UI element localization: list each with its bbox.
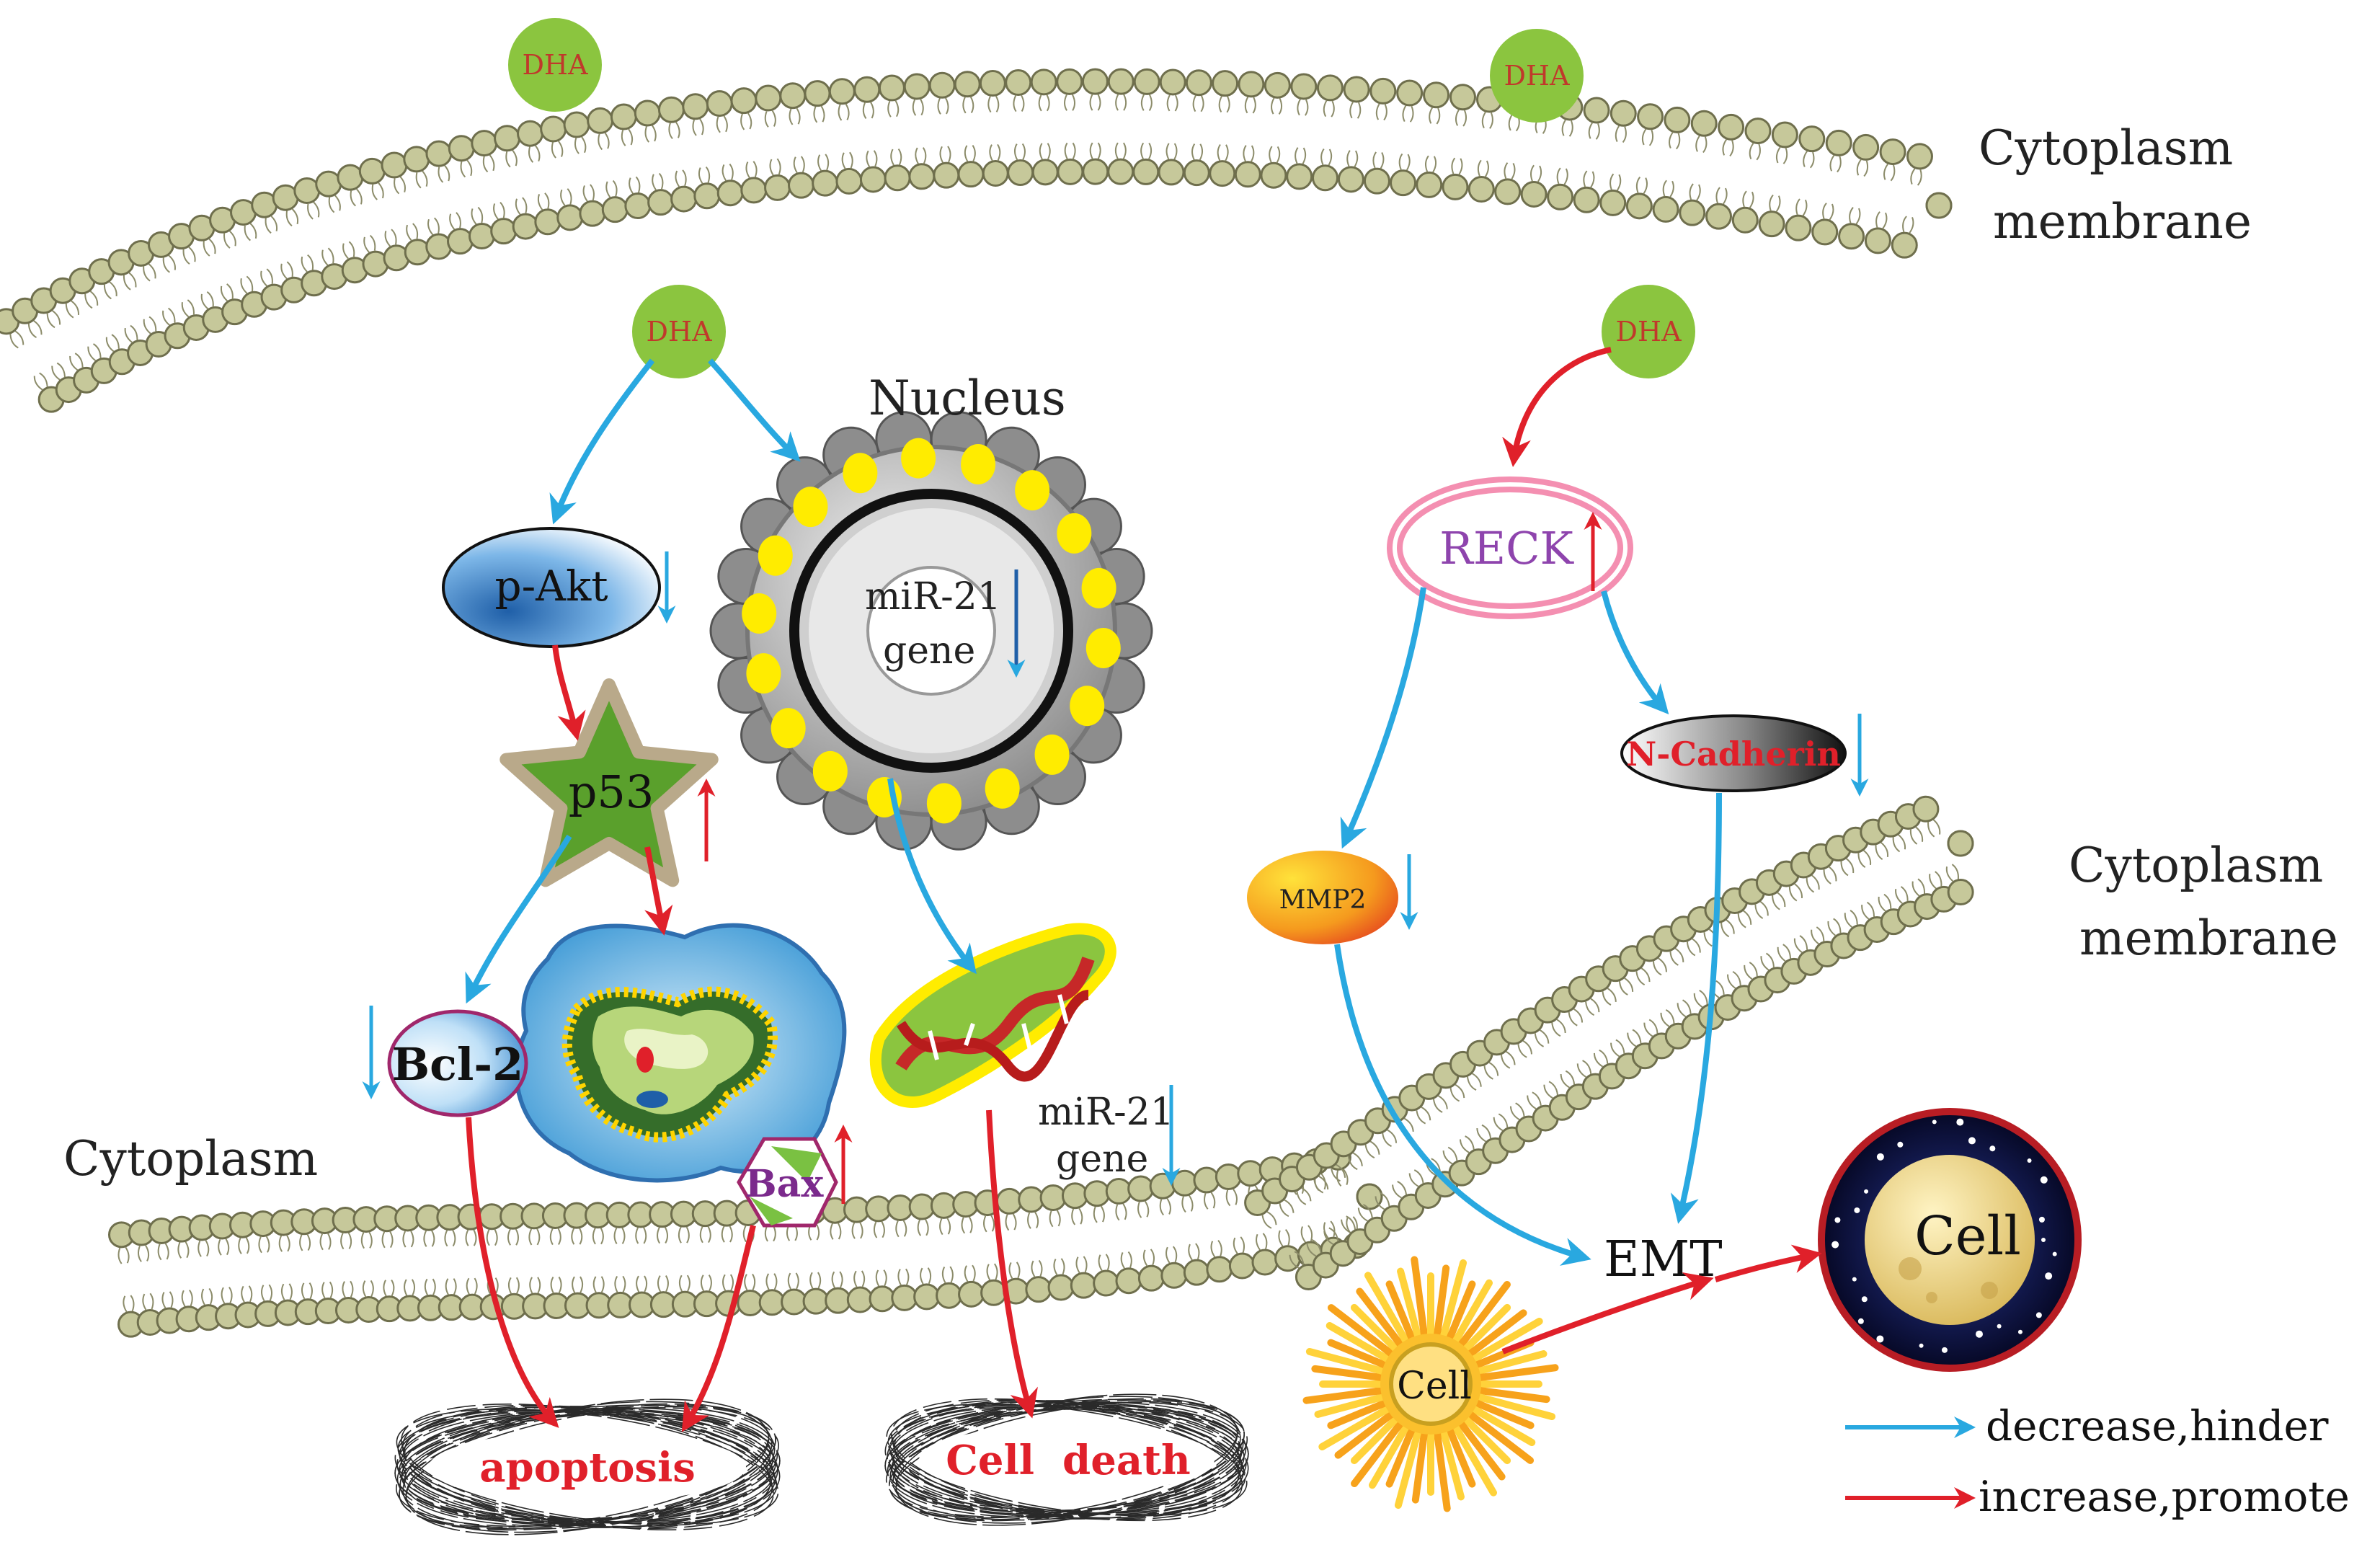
- arrow-dna-to-celldeath: [986, 1109, 1038, 1419]
- mir21-dna-label-1: miR-21: [1038, 1091, 1174, 1134]
- membrane-top-label-1: Cytoplasm: [1979, 120, 2233, 176]
- red-arrows: [466, 347, 1822, 1432]
- dna-helix: [869, 923, 1116, 1108]
- cell-death-badge: Cell death: [884, 1393, 1249, 1526]
- membrane-top: [0, 68, 1953, 413]
- arrow-emt-to-cell: [1714, 1244, 1822, 1282]
- svg-text:Cell: Cell: [1914, 1205, 2021, 1267]
- svg-text:DHA: DHA: [1504, 60, 1570, 92]
- svg-text:Cell: Cell: [1397, 1365, 1472, 1408]
- nucleus-label: Nucleus: [869, 371, 1066, 426]
- arrow-ncadherin-to-emt: [1670, 792, 1722, 1224]
- mir21-dna-label-2: gene: [1056, 1138, 1148, 1181]
- svg-text:Cell death: Cell death: [946, 1437, 1190, 1484]
- arrow-bax-to-apoptosis: [681, 1225, 756, 1432]
- arrow-dha-to-pakt: [549, 358, 655, 525]
- arrow-dha-to-reck: [1502, 347, 1612, 467]
- arrow-dha-to-nucleus: [708, 358, 801, 462]
- membrane-right-label-1: Cytoplasm: [2069, 838, 2323, 893]
- blue-arrows: [465, 358, 1722, 1266]
- arrow-p53-to-bcl2: [465, 834, 572, 1004]
- arrow-reck-to-ncadherin: [1601, 590, 1669, 714]
- p-akt-node: p-Akt: [442, 527, 661, 648]
- legend-increase-label: increase,promote: [1979, 1472, 2350, 1521]
- arrow-reck-to-mmp2: [1340, 587, 1426, 849]
- svg-text:p-Akt: p-Akt: [494, 562, 608, 611]
- svg-text:p53: p53: [569, 766, 654, 818]
- arrow-nucleus-to-dna: [887, 778, 977, 975]
- svg-text:Bax: Bax: [745, 1162, 825, 1206]
- mitochondria-blob: [514, 923, 847, 1183]
- svg-text:DHA: DHA: [646, 316, 712, 347]
- mmp2-node: MMP2: [1247, 851, 1398, 944]
- indicator-arrows: [362, 512, 1869, 1204]
- n-cadherin-node: N-Cadherin: [1620, 714, 1847, 792]
- arrow-bcl2-to-apoptosis: [466, 1117, 559, 1428]
- bcl2-node: Bcl-2: [387, 1009, 528, 1117]
- arrow-pakt-to-p53: [552, 644, 586, 741]
- svg-text:Bcl-2: Bcl-2: [392, 1038, 524, 1091]
- p53-node: p53: [499, 678, 719, 887]
- arrow-p53-to-blob: [644, 846, 673, 936]
- svg-text:MMP2: MMP2: [1279, 885, 1367, 915]
- reck-node: RECK: [1387, 476, 1633, 619]
- svg-text:DHA: DHA: [522, 49, 588, 81]
- dha-molecule-1: DHA: [508, 18, 602, 112]
- bax-node: Bax: [737, 1137, 838, 1228]
- cytoplasm-label: Cytoplasm: [63, 1131, 318, 1187]
- legend-decrease-label: decrease,hinder: [1986, 1401, 2329, 1450]
- membrane-right-label-2: membrane: [2079, 910, 2338, 966]
- cell-small: Cell: [1302, 1256, 1559, 1512]
- svg-text:apoptosis: apoptosis: [479, 1444, 696, 1491]
- svg-text:DHA: DHA: [1615, 316, 1682, 347]
- dha-molecule-3: DHA: [632, 285, 726, 378]
- dha-molecule-2: DHA: [1490, 29, 1584, 123]
- membrane-right: [1244, 795, 1974, 1291]
- membrane-top-label-2: membrane: [1993, 194, 2252, 249]
- svg-text:RECK: RECK: [1439, 522, 1574, 575]
- legend: decrease,hinder increase,promote: [1845, 1401, 2350, 1521]
- nucleus: [709, 411, 1153, 851]
- arrow-mmp2-to-emt: [1334, 944, 1591, 1266]
- mir21-nucleus-label-2: gene: [883, 629, 975, 673]
- dha-molecule-4: DHA: [1602, 285, 1695, 378]
- mir21-nucleus-label-1: miR-21: [865, 575, 1001, 619]
- arrow-cellsmall-to-emt: [1501, 1272, 1714, 1355]
- svg-text:N-Cadherin: N-Cadherin: [1626, 735, 1841, 773]
- cell-large: Cell: [1818, 1108, 2082, 1372]
- apoptosis-badge: apoptosis: [394, 1398, 781, 1535]
